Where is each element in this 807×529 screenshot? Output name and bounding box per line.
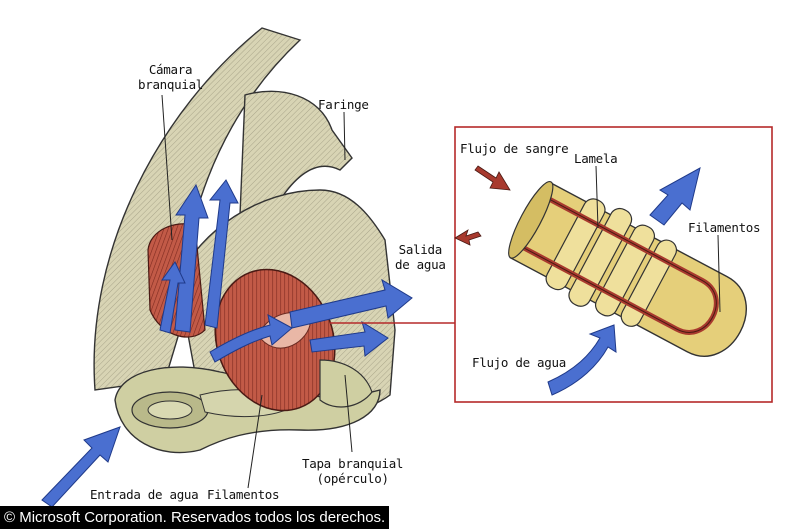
label-salida-line2: de agua	[395, 257, 446, 272]
label-tapa-line2: (opérculo)	[302, 471, 403, 486]
label-entrada-agua: Entrada de agua	[90, 487, 198, 502]
label-salida-line1: Salida	[395, 242, 446, 257]
label-tapa-branquial: Tapa branquial (opérculo)	[302, 456, 403, 486]
label-filamentos-main: Filamentos	[207, 487, 279, 502]
label-camara-line2: branquial	[138, 77, 203, 92]
copyright-notice: © Microsoft Corporation. Reservados todo…	[0, 506, 389, 529]
label-faringe: Faringe	[318, 97, 369, 112]
label-flujo-agua: Flujo de agua	[472, 355, 566, 370]
label-camara-line1: Cámara	[138, 62, 203, 77]
label-flujo-sangre: Flujo de sangre	[460, 141, 568, 156]
label-lamela: Lamela	[574, 151, 617, 166]
label-salida-agua: Salida de agua	[395, 242, 446, 272]
label-filamentos-detail: Filamentos	[688, 220, 760, 235]
label-camara-branquial: Cámara branquial	[138, 62, 203, 92]
label-tapa-line1: Tapa branquial	[302, 456, 403, 471]
